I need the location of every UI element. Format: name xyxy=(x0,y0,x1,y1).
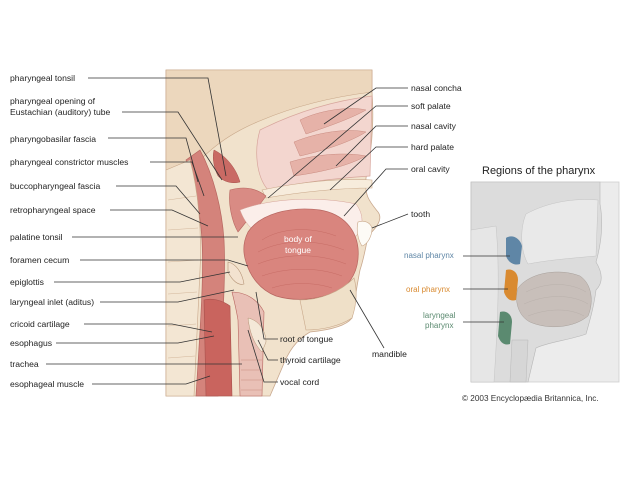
nasal-concha-shape-2 xyxy=(293,130,367,157)
copyright-credit: © 2003 Encyclopædia Britannica, Inc. xyxy=(462,394,599,403)
inset-nasal-cavity xyxy=(521,199,599,265)
tongue-label-line-1: body of xyxy=(284,234,313,244)
nasal-pharynx-region xyxy=(506,236,522,265)
label-laryngeal-inlet: laryngeal inlet (aditus) xyxy=(10,297,94,307)
main-illustration: body of tongue xyxy=(165,69,381,397)
label-eustachian-line-1: pharyngeal opening of xyxy=(10,96,96,106)
label-pharyngeal-constrictor: pharyngeal constrictor muscles xyxy=(10,157,128,167)
label-tooth: tooth xyxy=(411,209,430,219)
esophagus-shape xyxy=(203,298,233,397)
epiglottis-shape xyxy=(227,261,245,285)
laryngeal-pharynx-label-line-1: laryngeal xyxy=(423,311,456,320)
cranial-bone xyxy=(165,69,373,171)
vertebra-lines xyxy=(167,195,199,359)
label-thyroid-cartilage: thyroid cartilage xyxy=(280,355,341,365)
label-cricoid-cartilage: cricoid cartilage xyxy=(10,319,70,329)
label-vocal-cord: vocal cord xyxy=(280,377,319,387)
nasal-concha-shape xyxy=(299,108,367,135)
laryngeal-pharynx-region xyxy=(498,311,512,345)
tongue-fibers xyxy=(257,229,347,289)
label-nasal-cavity: nasal cavity xyxy=(411,121,457,131)
tracheal-rings xyxy=(241,359,262,391)
laryngeal-pharynx-label-line-2: pharynx xyxy=(425,321,453,330)
oral-pharynx-label: oral pharynx xyxy=(406,285,450,294)
thyroid-cartilage-shape xyxy=(247,317,267,353)
label-hard-palate: hard palate xyxy=(411,142,454,152)
pharyngeal-tonsil-shape xyxy=(212,149,241,183)
label-trachea: trachea xyxy=(10,359,39,369)
label-pharyngobasilar-fascia: pharyngobasilar fascia xyxy=(10,134,96,144)
label-root-of-tongue: root of tongue xyxy=(280,334,333,344)
label-foramen-cecum: foramen cecum xyxy=(10,255,69,265)
tongue-label-line-2: tongue xyxy=(285,245,311,255)
label-esophagus: esophagus xyxy=(10,338,52,348)
label-epiglottis: epiglottis xyxy=(10,277,44,287)
label-mandible: mandible xyxy=(372,349,407,359)
vertebral-column xyxy=(165,159,201,397)
label-nasal-concha: nasal concha xyxy=(411,83,462,93)
tooth-shape xyxy=(356,220,373,247)
label-soft-palate: soft palate xyxy=(411,101,451,111)
inset-spine xyxy=(470,225,499,383)
nasal-pharynx-label: nasal pharynx xyxy=(404,251,454,260)
label-oral-cavity: oral cavity xyxy=(411,164,450,174)
label-buccopharyngeal-fascia: buccopharyngeal fascia xyxy=(10,181,101,191)
inset-tongue xyxy=(516,271,592,327)
mandible-shape xyxy=(299,277,357,331)
label-palatine-tonsil: palatine tonsil xyxy=(10,232,63,242)
label-esophageal-muscle: esophageal muscle xyxy=(10,379,84,389)
inset-panel: Regions of the pharynx nasal pharynx ora… xyxy=(404,165,620,383)
right-labels: nasal concha soft palate nasal cavity ha… xyxy=(247,83,462,387)
hard-palate-shape xyxy=(261,179,373,199)
inset-title: Regions of the pharynx xyxy=(482,165,596,177)
left-labels: pharyngeal tonsil pharyngeal opening of … xyxy=(10,73,249,389)
label-eustachian-line-2: Eustachian (auditory) tube xyxy=(10,107,111,117)
label-retropharyngeal-space: retropharyngeal space xyxy=(10,205,96,215)
oral-pharynx-region xyxy=(504,269,518,301)
inset-tongue-fibers xyxy=(523,284,589,317)
label-pharyngeal-tonsil: pharyngeal tonsil xyxy=(10,73,75,83)
inset-trachea xyxy=(509,339,529,383)
